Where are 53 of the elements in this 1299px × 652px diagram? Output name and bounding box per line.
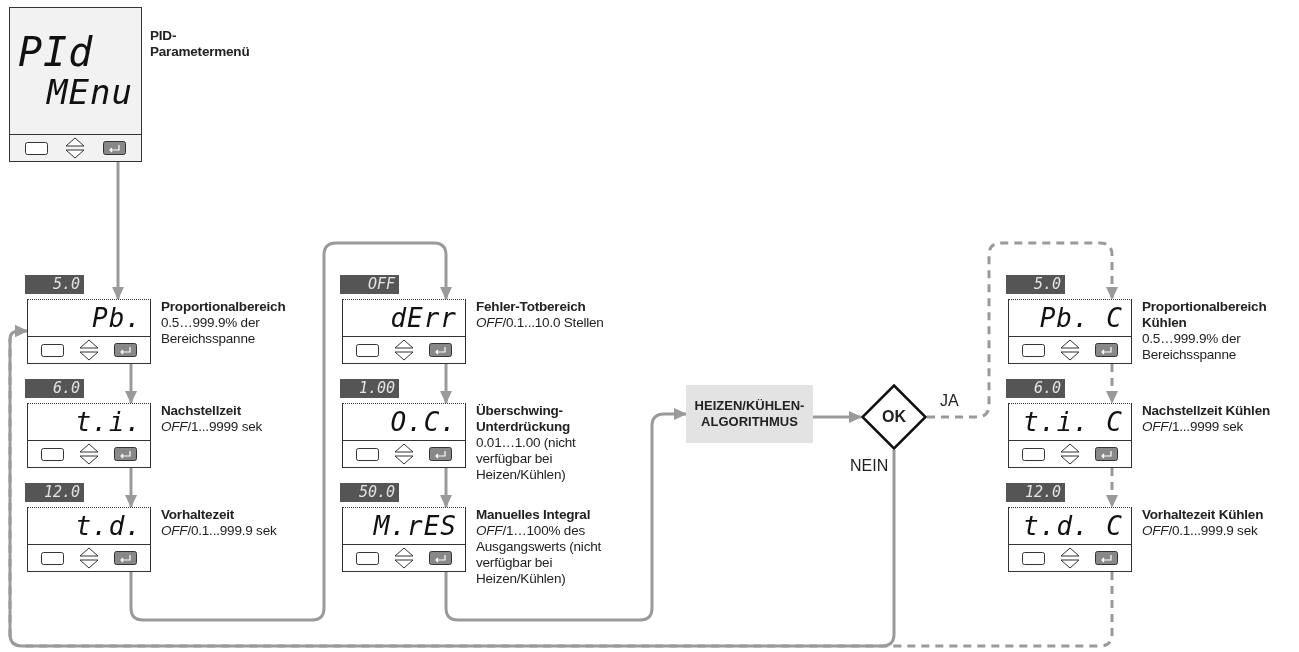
parameter-range: OFF/1...9999 sek xyxy=(161,419,264,435)
value-display: 6.0 xyxy=(1006,379,1065,398)
parameter-name: Vorhaltezeit Kühlen xyxy=(1142,507,1265,523)
value-display: 5.0 xyxy=(25,275,84,294)
display-readout: PId xyxy=(18,30,94,75)
value-display: 1.00 xyxy=(340,379,399,398)
decision-label: OK xyxy=(882,408,906,426)
parameter-range: 0.01…1.00 (nicht verfügbar bei Heizen/Kühlen) xyxy=(476,435,577,483)
display-readout: t.d. C xyxy=(1023,511,1123,541)
process-box: HEIZEN/KÜHLEN-ALGORITHMUS xyxy=(686,385,813,443)
display-readout: t.i. C xyxy=(1023,407,1123,437)
value-display: 5.0 xyxy=(1006,275,1065,294)
parameter-range: OFF/0.1...999.9 sek xyxy=(161,523,278,539)
display-readout: dErr xyxy=(390,303,457,333)
arrow xyxy=(125,364,137,404)
value-display: 12.0 xyxy=(25,483,84,502)
parameter-range: OFF/1...9999 sek xyxy=(1142,419,1245,435)
arrow xyxy=(813,411,862,423)
display-readout: Pb. xyxy=(92,303,142,333)
parameter-range: OFF/0.1...10.0 Stellen xyxy=(476,315,605,331)
arrow xyxy=(129,241,452,622)
parameter-name: Fehler-Totbereich xyxy=(476,299,587,315)
dashed-arrow xyxy=(1106,364,1118,404)
display-readout: M.rES xyxy=(373,511,457,541)
parameter-name: Nachstellzeit xyxy=(161,403,242,419)
dashed-arrow xyxy=(1106,468,1118,508)
arrow xyxy=(112,162,124,300)
arrow xyxy=(440,364,452,404)
value-display: OFF xyxy=(340,275,399,294)
display-readout: t.i. xyxy=(75,407,142,437)
parameter-range: OFF/0.1...999.9 sek xyxy=(1142,523,1259,539)
display-readout: Pb. C xyxy=(1039,303,1123,333)
parameter-name: PID-Parametermenü xyxy=(150,28,251,60)
arrow xyxy=(8,325,896,648)
parameter-name: Proportionalbereich xyxy=(161,299,287,315)
parameter-name: Proportionalbereich Kühlen xyxy=(1142,299,1268,331)
value-display: 12.0 xyxy=(1006,483,1065,502)
parameter-name: Überschwing-Unterdrückung xyxy=(476,403,572,435)
display-readout: MEnu xyxy=(47,74,133,112)
display-readout: O.C. xyxy=(390,407,457,437)
parameter-range: 0.5…999.9% der Bereichsspanne xyxy=(161,315,261,347)
arrow xyxy=(125,468,137,508)
display-readout: t.d. xyxy=(75,511,142,541)
value-display: 50.0 xyxy=(340,483,399,502)
arrow xyxy=(440,468,452,508)
parameter-name: Manuelles Integral xyxy=(476,507,592,523)
value-display: 6.0 xyxy=(25,379,84,398)
parameter-range: 0.5…999.9% der Bereichsspanne xyxy=(1142,331,1242,363)
arrow xyxy=(444,408,687,622)
parameter-range: OFF/1…100% des Ausgangswerts (nicht verfügbar bei Heizen/Kühlen) xyxy=(476,523,603,587)
parameter-name: Vorhaltezeit xyxy=(161,507,236,523)
dashed-arrow xyxy=(927,241,1118,419)
parameter-name: Nachstellzeit Kühlen xyxy=(1142,403,1272,419)
